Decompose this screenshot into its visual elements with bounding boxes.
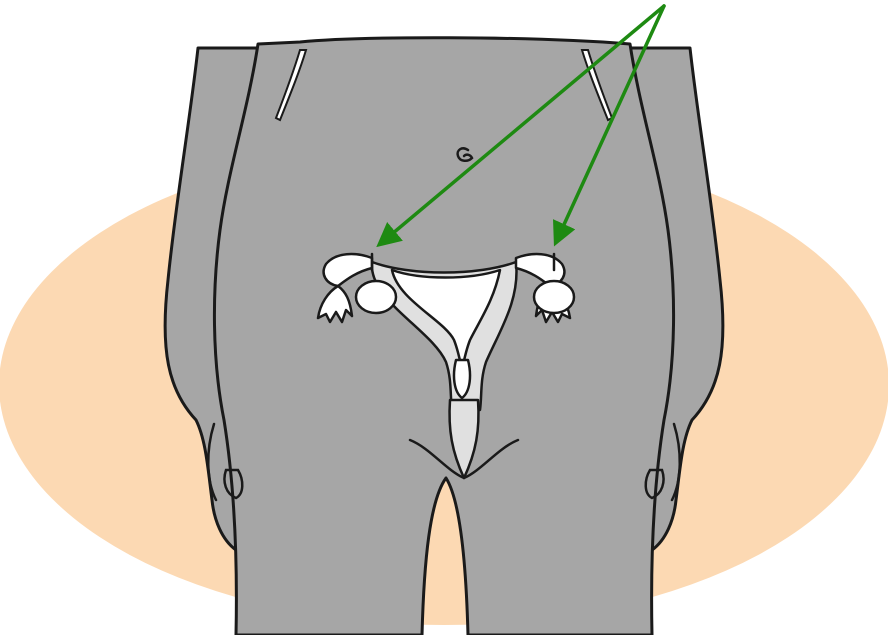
cervix (454, 360, 470, 398)
right-ovary (534, 281, 574, 313)
left-ovary (356, 281, 396, 313)
